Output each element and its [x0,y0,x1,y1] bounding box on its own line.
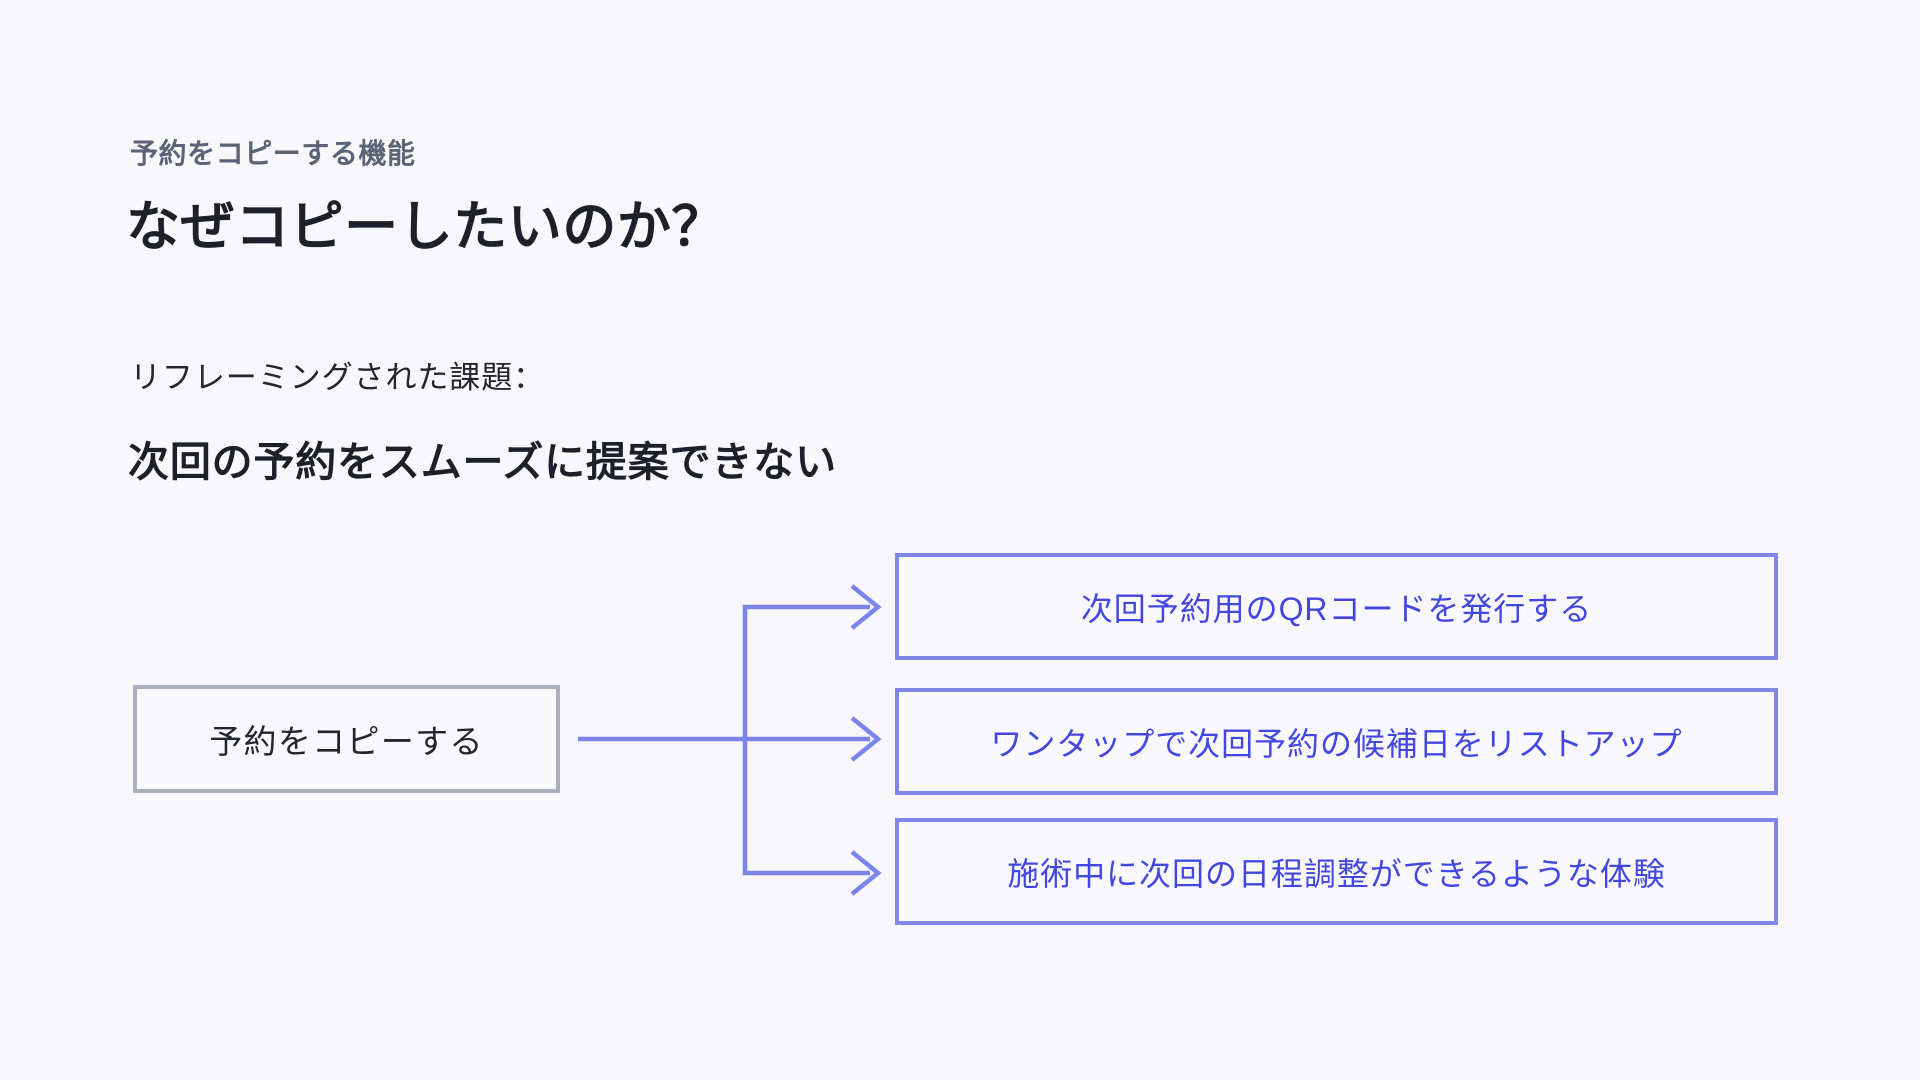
diagram-node-source-label: 予約をコピーする [209,723,484,760]
diagram-node-target-qr-code: 次回予約用のQRコードを発行する [895,553,1778,660]
diagram-node-target-label: 施術中に次回の日程調整ができるような体験 [1007,855,1666,892]
diagram-node-target-one-tap-list: ワンタップで次回予約の候補日をリストアップ [895,688,1778,795]
diagram-node-target-label: ワンタップで次回予約の候補日をリストアップ [990,725,1683,762]
diagram-node-target-label: 次回予約用のQRコードを発行する [1080,590,1593,627]
arrow-spine-branches [742,604,870,876]
page-title: なぜコピーしたいのか？ [126,197,726,257]
diagram-node-target-during-treatment: 施術中に次回の日程調整ができるような体験 [895,818,1778,925]
diagram-node-source: 予約をコピーする [133,685,560,793]
arrowhead-middle-icon [850,716,882,762]
arrowhead-top-icon [850,584,882,630]
reframe-lead: リフレーミングされた課題： [130,360,546,395]
arrowhead-bottom-icon [850,850,882,896]
eyebrow-label: 予約をコピーする機能 [130,138,416,169]
reframe-statement: 次回の予約をスムーズに提案できない [128,439,837,485]
